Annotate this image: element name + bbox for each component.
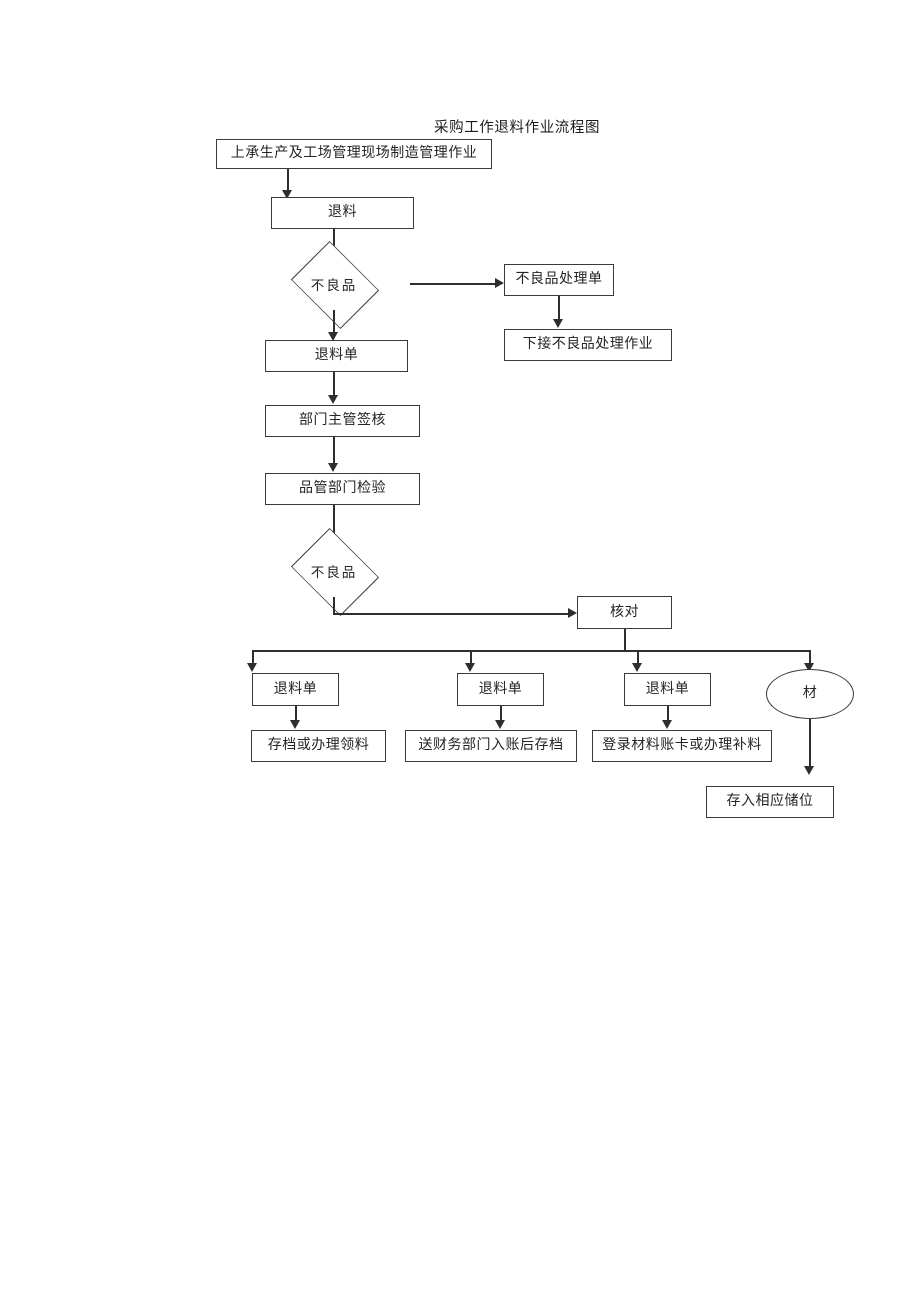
node-return-form-ledger[interactable]: 退料单 [624, 673, 711, 706]
node-return-material[interactable]: 退料 [271, 197, 414, 229]
connector-n4-n5 [558, 296, 560, 324]
connector-bus-drop-4 [809, 650, 811, 667]
connector-n14-n18 [809, 719, 811, 770]
arrowhead-n13-n17 [662, 720, 672, 729]
node-label: 上承生产及工场管理现场制造管理作业 [230, 146, 478, 162]
arrowhead-n7-n8 [328, 463, 338, 472]
node-next-defective-process[interactable]: 下接不良品处理作业 [504, 329, 672, 361]
node-dept-manager-approval[interactable]: 部门主管签核 [265, 405, 420, 437]
page-title: 采购工作退料作业流程图 [434, 120, 601, 136]
connector-n3-n4 [410, 283, 497, 285]
node-defective-handling-form[interactable]: 不良品处理单 [504, 264, 614, 296]
connector-n8-n9 [333, 505, 335, 541]
arrowhead-bus-3 [632, 663, 642, 672]
node-label: 不良品 [310, 565, 358, 580]
node-label: 存档或办理领料 [267, 738, 370, 754]
node-return-form-finance[interactable]: 退料单 [457, 673, 544, 706]
connector-n6-n7 [333, 372, 335, 400]
connector-bus-drop-1 [252, 650, 254, 667]
connector-n10-stem [624, 629, 626, 651]
connector-n2-n3 [333, 229, 335, 256]
node-label: 部门主管签核 [299, 413, 386, 429]
connector-bus-drop-2 [470, 650, 472, 667]
node-qc-inspection[interactable]: 品管部门检验 [265, 473, 420, 505]
node-label: 登录材料账卡或办理补料 [602, 738, 762, 754]
node-label: 退料单 [478, 681, 523, 697]
node-label: 材 [802, 686, 818, 702]
node-label: 不良品 [310, 278, 358, 293]
connector-n3-n6 [333, 310, 335, 338]
node-store-in-location[interactable]: 存入相应储位 [706, 786, 834, 818]
connector-n12-n16 [500, 706, 502, 724]
arrowhead-bus-1 [247, 663, 257, 672]
node-return-form-archive[interactable]: 退料单 [252, 673, 339, 706]
arrowhead-n11-n15 [290, 720, 300, 729]
arrowhead-n1-n2 [282, 190, 292, 199]
node-upstream-operation[interactable]: 上承生产及工场管理现场制造管理作业 [216, 139, 492, 169]
connector-n1-n2 [287, 169, 289, 192]
arrowhead-n4-n5 [553, 319, 563, 328]
connector-bus-drop-3 [637, 650, 639, 667]
arrowhead-n14-n18 [804, 766, 814, 775]
arrowhead-n3-n6 [328, 332, 338, 341]
node-label: 下接不良品处理作业 [522, 337, 654, 353]
arrowhead-n12-n16 [495, 720, 505, 729]
connector-n9-drop [333, 597, 335, 614]
connector-n7-n8 [333, 437, 335, 468]
arrowhead-n9-n10 [568, 608, 577, 618]
node-archive-or-requisition[interactable]: 存档或办理领料 [251, 730, 386, 762]
arrowhead-n3-n4 [495, 278, 504, 288]
node-label: 送财务部门入账后存档 [418, 738, 564, 754]
arrowhead-bus-4 [804, 663, 814, 672]
connector-n13-n17 [667, 706, 669, 724]
connector-n9-n10 [333, 613, 570, 615]
node-label: 核对 [610, 604, 639, 620]
node-label: 退料单 [645, 681, 690, 697]
connector-n11-n15 [295, 706, 297, 724]
node-label: 退料 [328, 205, 357, 221]
arrowhead-n6-n7 [328, 395, 338, 404]
node-material-card-or-resupply[interactable]: 登录材料账卡或办理补料 [592, 730, 772, 762]
decision-defective-2[interactable]: 不良品 [258, 527, 410, 617]
node-finance-record-archive[interactable]: 送财务部门入账后存档 [405, 730, 577, 762]
node-label: 退料单 [273, 681, 318, 697]
connector-distribution-bus [252, 650, 810, 652]
node-verification[interactable]: 核对 [577, 596, 672, 629]
node-label: 存入相应储位 [726, 794, 814, 810]
node-label: 不良品处理单 [515, 272, 603, 288]
node-label: 品管部门检验 [299, 481, 386, 497]
arrowhead-bus-2 [465, 663, 475, 672]
node-return-form-main[interactable]: 退料单 [265, 340, 408, 372]
node-label: 退料单 [314, 348, 359, 364]
decision-defective-1[interactable]: 不良品 [258, 240, 410, 330]
node-material[interactable]: 材 [766, 669, 854, 719]
